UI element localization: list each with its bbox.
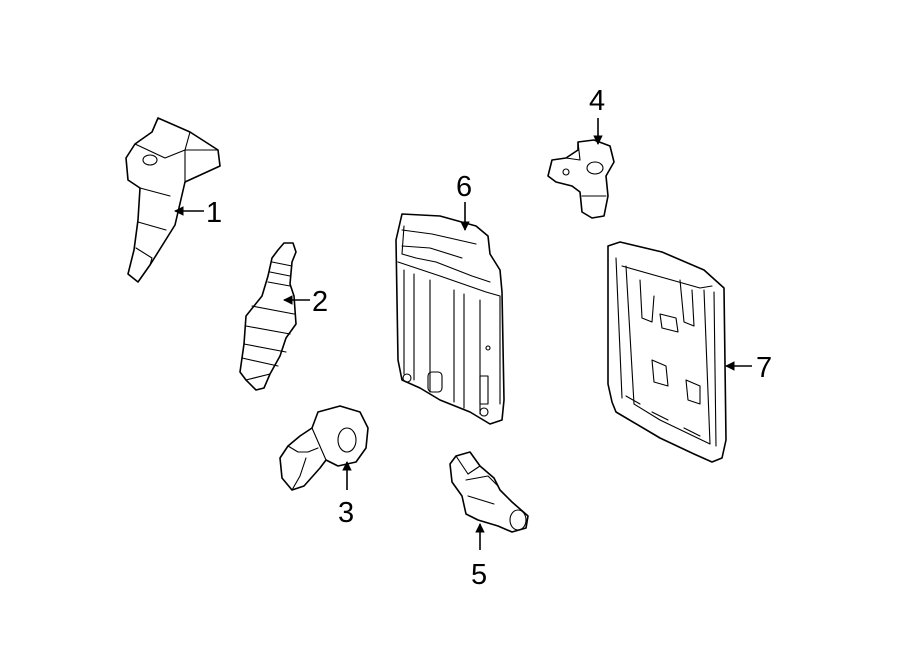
callout-6-label: 6 — [456, 171, 472, 203]
callout-7-label: 7 — [756, 352, 772, 384]
part-2-spark-plug[interactable] — [239, 242, 297, 391]
part-5-crankshaft-sensor[interactable] — [449, 451, 529, 533]
part-3-knock-sensor[interactable] — [279, 405, 369, 491]
callout-1-label: 1 — [206, 197, 222, 229]
part-6-engine-control-module[interactable] — [395, 213, 505, 425]
part-4-camshaft-sensor[interactable] — [547, 139, 615, 219]
part-7-module-bracket[interactable] — [607, 241, 727, 463]
part-1-ignition-coil[interactable] — [125, 117, 221, 283]
callout-4-label: 4 — [589, 85, 605, 117]
callout-3-label: 3 — [338, 497, 354, 529]
callout-5-label: 5 — [471, 559, 487, 591]
callout-2-label: 2 — [312, 286, 328, 318]
